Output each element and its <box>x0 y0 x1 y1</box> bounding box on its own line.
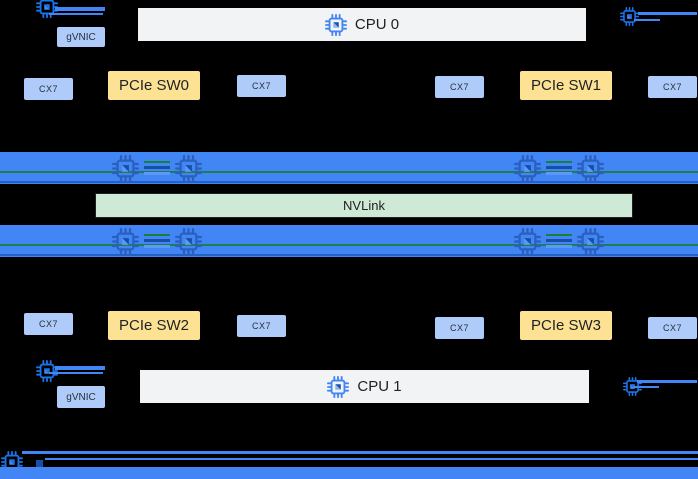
cpu1-box: CPU 1 <box>140 370 589 403</box>
gpu-chip-icon <box>577 227 604 255</box>
gpu-chip-icon <box>112 154 139 182</box>
nvlink-box: NVLink <box>95 193 633 218</box>
pcie-sw3-box: PCIe SW3 <box>520 311 612 340</box>
cx7-box: CX7 <box>648 76 697 98</box>
gpu-pair <box>514 227 604 255</box>
pcie-sw3-label: PCIe SW3 <box>530 317 602 334</box>
cpu-chip-icon <box>327 375 350 398</box>
nvlink-traces <box>546 234 572 248</box>
pcie-sw0-box: PCIe SW0 <box>108 71 200 100</box>
cpu0-box: CPU 0 <box>138 8 586 41</box>
pcie-sw2-box: PCIe SW2 <box>108 311 200 340</box>
cx7-label: CX7 <box>38 84 58 94</box>
cx7-label: CX7 <box>662 323 682 333</box>
pcie-sw0-label: PCIe SW0 <box>118 77 190 94</box>
gpu-pair <box>514 154 604 182</box>
cpu-chip-icon <box>324 13 347 36</box>
cpu0-label: CPU 0 <box>354 16 400 33</box>
gvnic-box: gVNIC <box>57 386 105 408</box>
cx7-box: CX7 <box>435 76 484 98</box>
cx7-label: CX7 <box>449 323 469 333</box>
cx7-box: CX7 <box>24 78 73 100</box>
nvlink-label: NVLink <box>343 198 385 213</box>
cx7-box: CX7 <box>435 317 484 339</box>
cx7-label: CX7 <box>251 81 271 91</box>
nic-link-icon <box>620 7 639 26</box>
nic-link-icon <box>36 360 58 382</box>
network-strip <box>0 467 698 479</box>
network-line <box>633 386 659 388</box>
gvnic-label: gVNIC <box>66 391 96 403</box>
nvlink-rail-line <box>0 244 698 246</box>
gvnic-box: gVNIC <box>57 27 105 47</box>
gpu-pair <box>112 227 202 255</box>
gpu-pair <box>112 154 202 182</box>
cx7-box: CX7 <box>237 315 286 337</box>
gpu-chip-icon <box>514 154 541 182</box>
cx7-box: CX7 <box>648 317 697 339</box>
pcie-sw2-label: PCIe SW2 <box>118 317 190 334</box>
gpu-board-top <box>0 152 698 184</box>
cx7-label: CX7 <box>251 321 271 331</box>
gpu-chip-icon <box>112 227 139 255</box>
gpu-chip-icon <box>577 154 604 182</box>
nvlink-traces <box>144 161 170 175</box>
cpu1-label: CPU 1 <box>357 378 402 395</box>
network-line <box>55 7 105 11</box>
nvlink-traces <box>144 234 170 248</box>
cx7-box: CX7 <box>24 313 73 335</box>
network-line <box>22 451 698 454</box>
network-line <box>634 19 660 21</box>
gpu-chip-icon <box>514 227 541 255</box>
pcie-sw1-box: PCIe SW1 <box>520 71 612 100</box>
pcie-rail-line <box>0 181 698 183</box>
cx7-label: CX7 <box>662 82 682 92</box>
pcie-sw1-label: PCIe SW1 <box>530 77 602 94</box>
network-line <box>49 13 103 15</box>
pcie-rail-line <box>0 254 698 256</box>
gpu-board-bottom <box>0 225 698 257</box>
cx7-label: CX7 <box>449 82 469 92</box>
cx7-box: CX7 <box>237 75 286 97</box>
network-line <box>49 372 103 374</box>
cx7-label: CX7 <box>38 319 58 329</box>
network-line <box>637 380 697 383</box>
network-line <box>45 458 698 460</box>
gpu-chip-icon <box>175 154 202 182</box>
connector-dot <box>36 460 43 467</box>
network-line <box>55 366 105 370</box>
nvlink-rail-line <box>0 171 698 173</box>
gpu-chip-icon <box>175 227 202 255</box>
gvnic-label: gVNIC <box>66 31 96 43</box>
network-line <box>638 12 697 15</box>
nvlink-traces <box>546 161 572 175</box>
